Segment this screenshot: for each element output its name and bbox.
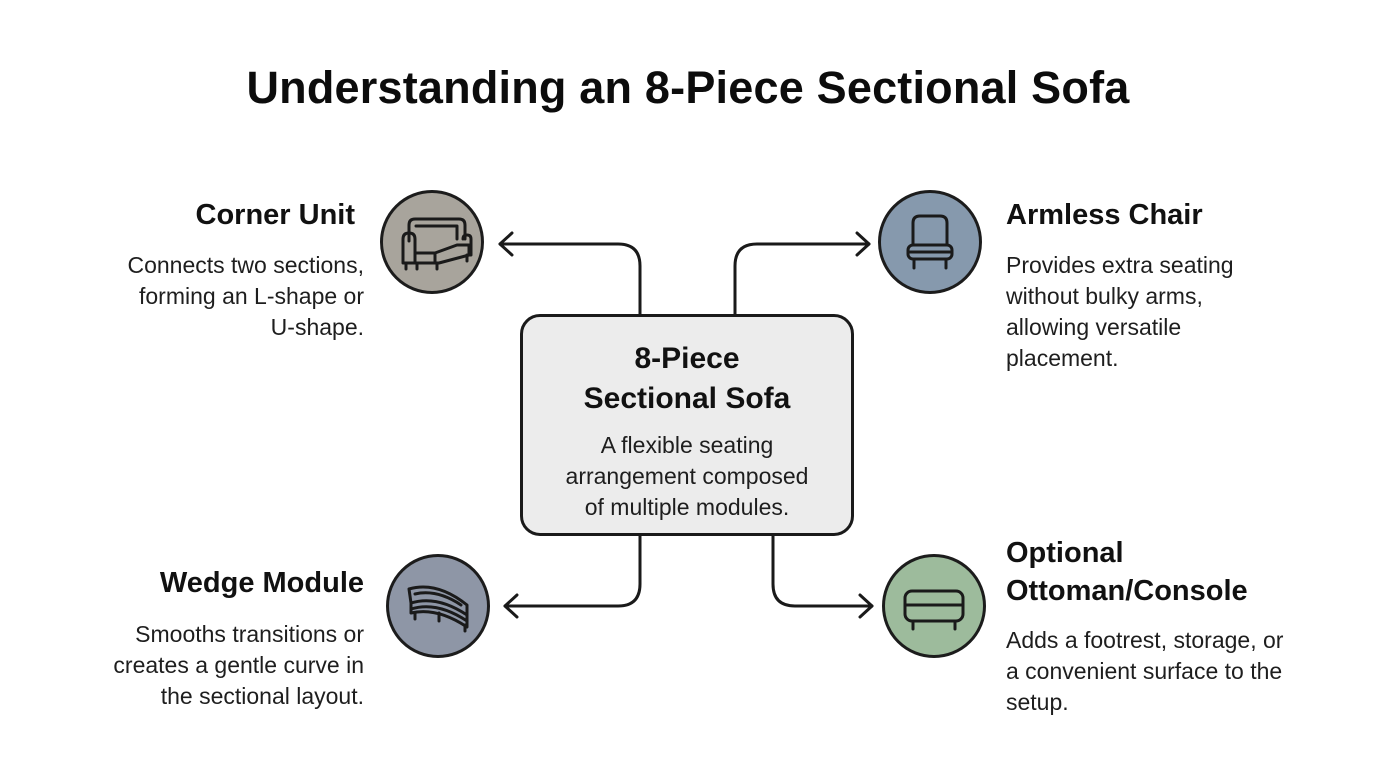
ottoman-console-description: Adds a footrest, storage, or a convenien… [1006,625,1346,718]
ottoman-console-icon-circle [882,554,986,658]
arrow-to-wedge-module [503,534,642,608]
armless-chair-description: Provides extra seating without bulky arm… [1006,250,1336,374]
arrow-to-armless-chair [733,242,871,316]
armless-chair-icon-circle [878,190,982,294]
desc-line: Connects two sections, [127,252,364,278]
arrow-to-ottoman-console [771,534,874,608]
wedge-module-icon [407,585,469,633]
title-line: Ottoman/Console [1006,575,1248,607]
desc-line: creates a gentle curve in [113,652,364,678]
desc-line: U-shape. [270,314,364,340]
center-desc-line: arrangement composed [565,463,809,489]
desc-line: forming an L-shape or [138,283,364,309]
armless-chair-icon [906,214,954,270]
ottoman-icon [903,589,965,631]
center-title-line: 8-Piece [634,342,740,375]
desc-line: Provides extra seating [1006,252,1234,278]
center-title: 8-Piece Sectional Sofa [523,339,851,419]
arrow-to-corner-unit [498,242,642,316]
wedge-module-icon-circle [386,554,490,658]
desc-line: placement. [1006,345,1119,371]
center-desc-line: A flexible seating [600,432,774,458]
wedge-module-description: Smooths transitions or creates a gentle … [40,619,364,712]
desc-line: a convenient surface to the [1006,658,1283,684]
corner-unit-icon-circle [380,190,484,294]
ottoman-console-title: Optional Ottoman/Console [1006,534,1346,610]
wedge-module-title: Wedge Module [159,567,364,599]
desc-line: the sectional layout. [160,683,364,709]
arrowhead-wedge-module [503,593,519,619]
arrowhead-armless-chair [855,231,871,257]
corner-unit-description: Connects two sections, forming an L-shap… [60,250,364,343]
page-title: Understanding an 8-Piece Sectional Sofa [246,62,1130,113]
corner-unit-title: Corner Unit [195,199,356,231]
arrowhead-corner-unit [498,231,514,257]
desc-line: Adds a footrest, storage, or [1006,627,1284,653]
corner-sofa-icon [401,217,473,271]
title-line: Optional [1006,537,1124,569]
center-title-line: Sectional Sofa [583,382,791,415]
armless-chair-title: Armless Chair [1006,199,1203,231]
arrowhead-ottoman-console [858,593,874,619]
center-concept-box: 8-Piece Sectional Sofa A flexible seatin… [520,314,854,536]
desc-line: allowing versatile [1006,314,1182,340]
center-description: A flexible seating arrangement composed … [523,430,851,523]
desc-line: without bulky arms, [1006,283,1203,309]
desc-line: setup. [1006,689,1069,715]
desc-line: Smooths transitions or [135,621,364,647]
center-desc-line: of multiple modules. [584,494,790,520]
